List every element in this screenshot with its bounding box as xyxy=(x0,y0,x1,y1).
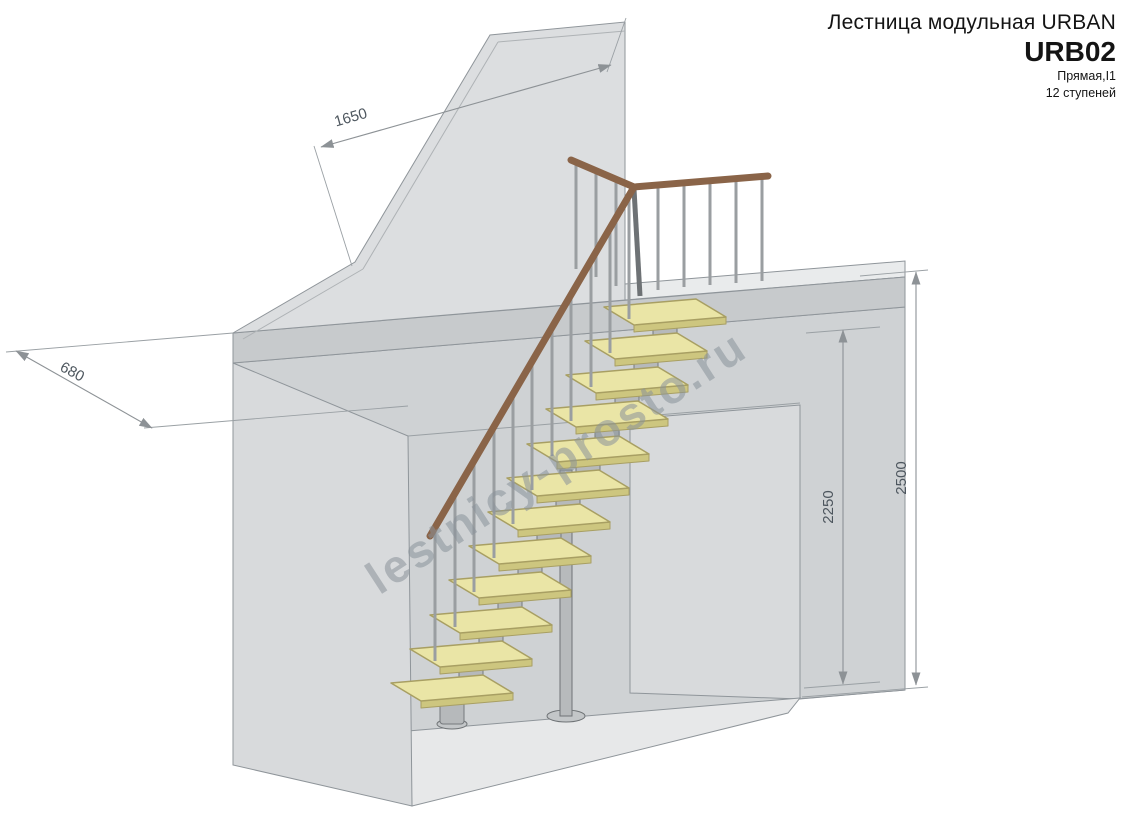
dimension-label-2500: 2500 xyxy=(893,461,910,494)
stair-tread xyxy=(565,366,689,394)
handrails xyxy=(426,156,772,540)
dimension-label-2250: 2250 xyxy=(820,490,837,523)
extension-line xyxy=(143,405,409,429)
balusters xyxy=(433,162,764,661)
stair-tread xyxy=(506,469,630,497)
interior-corner-face xyxy=(629,404,801,700)
wall-thickness-line-top xyxy=(497,30,626,43)
stair-tread xyxy=(526,435,650,463)
landing-handrail xyxy=(630,172,772,191)
extension-line xyxy=(801,686,929,698)
newel-post xyxy=(631,188,643,297)
stair-tread xyxy=(468,537,592,565)
landing-slab-edge xyxy=(232,276,906,364)
dimension-label-680: 680 xyxy=(57,359,87,386)
stair-tread xyxy=(603,298,727,326)
extension-line xyxy=(606,17,627,73)
dimension-line-680 xyxy=(15,350,153,429)
stair-handrail xyxy=(426,183,638,540)
staircase xyxy=(390,156,772,730)
extension-line xyxy=(803,681,881,689)
dimension-annotations xyxy=(5,17,929,698)
stair-tread xyxy=(390,674,514,702)
extension-line xyxy=(5,332,234,353)
gable-wall xyxy=(232,21,626,334)
stair-tread xyxy=(584,332,708,360)
dimension-line-1650 xyxy=(320,64,612,148)
extension-line xyxy=(859,269,929,277)
stair-tread xyxy=(409,640,533,668)
extension-line xyxy=(313,145,353,267)
lower-left-wall xyxy=(232,362,413,807)
stair-tread xyxy=(448,571,572,599)
title-block: Лестница модульная URBAN URB02 Прямая,I1… xyxy=(828,10,1116,101)
room-structure xyxy=(232,21,906,807)
dimension-label-1650: 1650 xyxy=(332,105,369,131)
model-code: URB02 xyxy=(1024,36,1116,68)
stair-tread xyxy=(487,503,611,531)
step-count: 12 ступеней xyxy=(1045,85,1116,100)
tread-tops xyxy=(390,298,727,702)
product-line-title: Лестница модульная URBAN xyxy=(827,11,1116,34)
dimension-labels: 1650 680 2500 2250 xyxy=(57,105,910,524)
landing-return-handrail xyxy=(567,156,638,191)
stair-type: Прямая,I1 xyxy=(1057,69,1116,84)
stair-tread xyxy=(429,606,553,634)
tread-fronts xyxy=(420,316,727,709)
stair-tread xyxy=(545,400,669,428)
wall-thickness-line-low xyxy=(242,268,364,340)
